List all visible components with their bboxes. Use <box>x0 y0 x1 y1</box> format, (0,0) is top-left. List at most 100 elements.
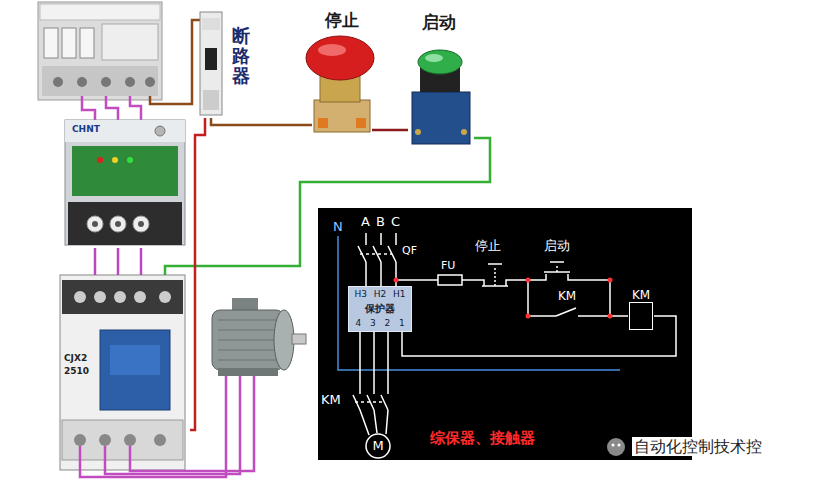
wire <box>372 129 408 132</box>
schematic-ground <box>318 208 692 460</box>
stop-button-photo <box>318 118 328 128</box>
feed-wires <box>106 96 118 120</box>
contactor-photo <box>99 434 111 446</box>
node-text: 断路器 <box>232 26 250 85</box>
schematic-wiring <box>608 278 613 283</box>
node-text: CJX2 <box>64 353 87 364</box>
terminal-name: 4 <box>351 318 366 329</box>
wire <box>165 138 490 275</box>
schematic-wiring <box>358 246 396 262</box>
schematic-wiring <box>353 332 369 435</box>
schematic-wiring <box>488 263 502 265</box>
protector-module: CHNT <box>63 118 188 248</box>
contactor-photo <box>124 434 136 446</box>
button-name: 启动 <box>544 238 570 254</box>
node-text: 停止 <box>325 10 359 30</box>
schematic-wiring <box>338 236 620 370</box>
contact-name: KM <box>558 289 576 303</box>
protector-module-photo <box>68 202 182 245</box>
rcd-breaker <box>77 77 87 87</box>
protector-module-photo <box>72 146 178 196</box>
feed-wires <box>150 20 200 104</box>
schematic-wiring <box>355 401 384 403</box>
contactor-photo <box>154 434 166 446</box>
schematic-wiring <box>438 275 462 285</box>
motor-photo <box>218 360 276 361</box>
wire <box>117 248 120 275</box>
start-button-photo <box>418 50 462 74</box>
stop-button-photo <box>306 36 374 132</box>
schematic-wiring <box>381 332 388 434</box>
node-text: CHNT <box>72 124 100 135</box>
contactor-photo <box>74 434 86 446</box>
feed-wires <box>82 20 200 120</box>
wire <box>140 248 143 275</box>
stop-button: 停止 <box>312 8 372 132</box>
schematic-wiring <box>367 332 377 433</box>
terminal-name: 2 <box>380 318 395 329</box>
contactor-photo <box>134 291 146 303</box>
wire <box>402 316 676 356</box>
small-breaker <box>200 12 222 115</box>
wire <box>94 248 97 275</box>
protector-box: H3H2H1保护器4321 <box>348 286 412 332</box>
device-name: 保护器 <box>351 303 409 315</box>
contactor-photo <box>74 291 86 303</box>
node-text: 2510 <box>64 366 89 377</box>
schematic-wiring <box>360 253 392 255</box>
motor-photo <box>212 310 284 370</box>
motor-symbol <box>366 434 390 458</box>
motor-wires <box>80 376 254 477</box>
rcd-breaker <box>38 2 162 100</box>
terminal-name: H3 <box>351 289 370 300</box>
contactor-photo <box>60 275 185 470</box>
motor-wires <box>80 376 226 477</box>
small-breaker <box>205 48 217 70</box>
start-button-photo <box>412 92 470 144</box>
protector-module-photo <box>92 221 98 227</box>
small-breaker <box>200 12 222 115</box>
stop-button-photo <box>318 44 346 56</box>
terminal-name: 3 <box>366 318 381 329</box>
rcd-breaker <box>53 77 63 87</box>
motor-photo <box>218 330 276 331</box>
coil-symbol <box>629 302 653 330</box>
feed-wires <box>130 96 141 120</box>
schematic-wiring <box>528 280 610 316</box>
coil-box: KM <box>628 288 654 330</box>
protector-module-photo <box>112 157 118 163</box>
motor-photo <box>292 334 306 344</box>
protector-module-photo <box>155 126 165 136</box>
protector-module-photo <box>87 216 103 232</box>
rcd-breaker <box>125 77 135 87</box>
schematic-wiring <box>556 264 558 272</box>
start-button-photo <box>461 129 467 135</box>
schematic-wiring <box>396 279 438 281</box>
wechat-icon <box>612 444 615 447</box>
rcd-breaker <box>40 4 160 20</box>
motor-name: M <box>372 438 383 454</box>
schematic-ground <box>318 208 692 460</box>
schematic-wiring <box>338 233 628 435</box>
schematic-wiring <box>608 314 613 319</box>
contactor: CJX2 2510 <box>58 275 190 472</box>
contactor-photo <box>159 291 171 303</box>
schematic-wiring <box>528 272 610 280</box>
protector-module-photo <box>65 120 185 245</box>
motor-photo <box>218 368 278 376</box>
protector-module-photo <box>138 221 144 227</box>
wechat-icon <box>618 444 621 447</box>
wechat-icon <box>607 438 625 456</box>
motor-wires <box>105 376 240 474</box>
contactor-photo <box>60 275 185 470</box>
protector-module-photo <box>115 221 121 227</box>
start-button-photo <box>412 50 470 144</box>
stop-button-photo <box>356 118 366 128</box>
button-name: 停止 <box>475 238 501 254</box>
phase-name: B <box>376 214 385 230</box>
contactor-photo <box>114 291 126 303</box>
schematic-panel: 综保器、接触器H3H2H1保护器4321KMM <box>318 208 692 460</box>
phase-name: C <box>391 214 400 230</box>
motor-photo <box>274 310 294 370</box>
